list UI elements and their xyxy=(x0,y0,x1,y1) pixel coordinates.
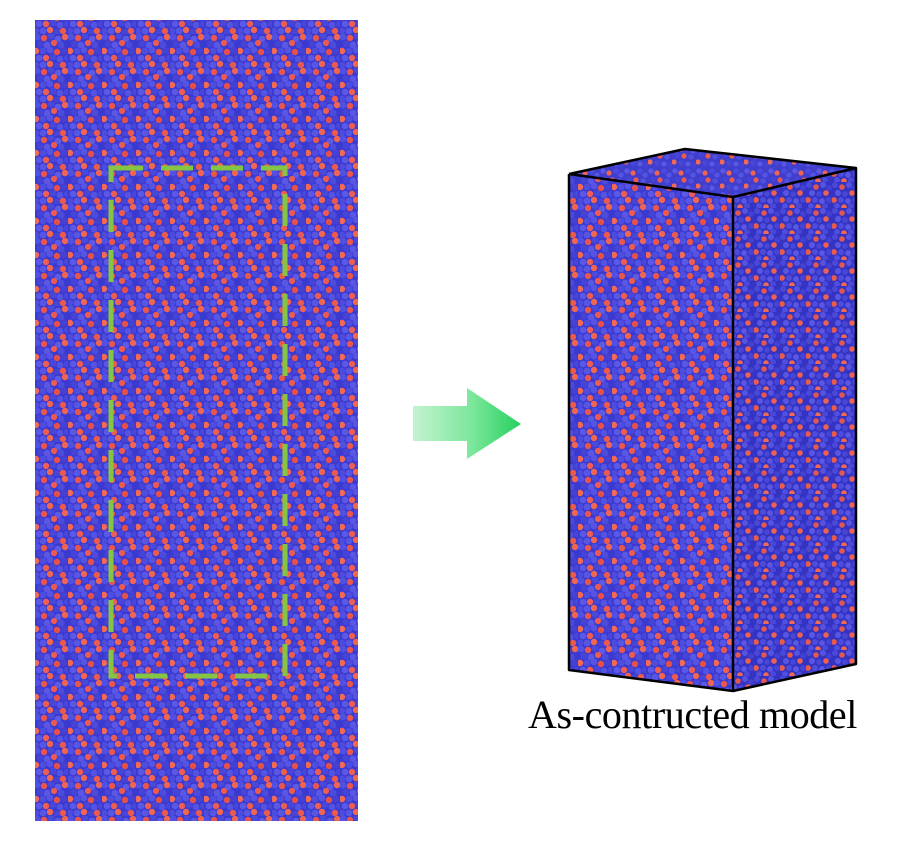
arrow-right-icon xyxy=(413,388,521,459)
selection-region xyxy=(108,165,288,679)
box-side-face xyxy=(733,168,856,691)
box-front-face xyxy=(569,174,733,691)
box-outline xyxy=(567,147,858,693)
box-top-edge xyxy=(732,166,857,199)
atom-slab xyxy=(35,20,358,821)
model-caption: As-contructed model xyxy=(528,692,857,737)
